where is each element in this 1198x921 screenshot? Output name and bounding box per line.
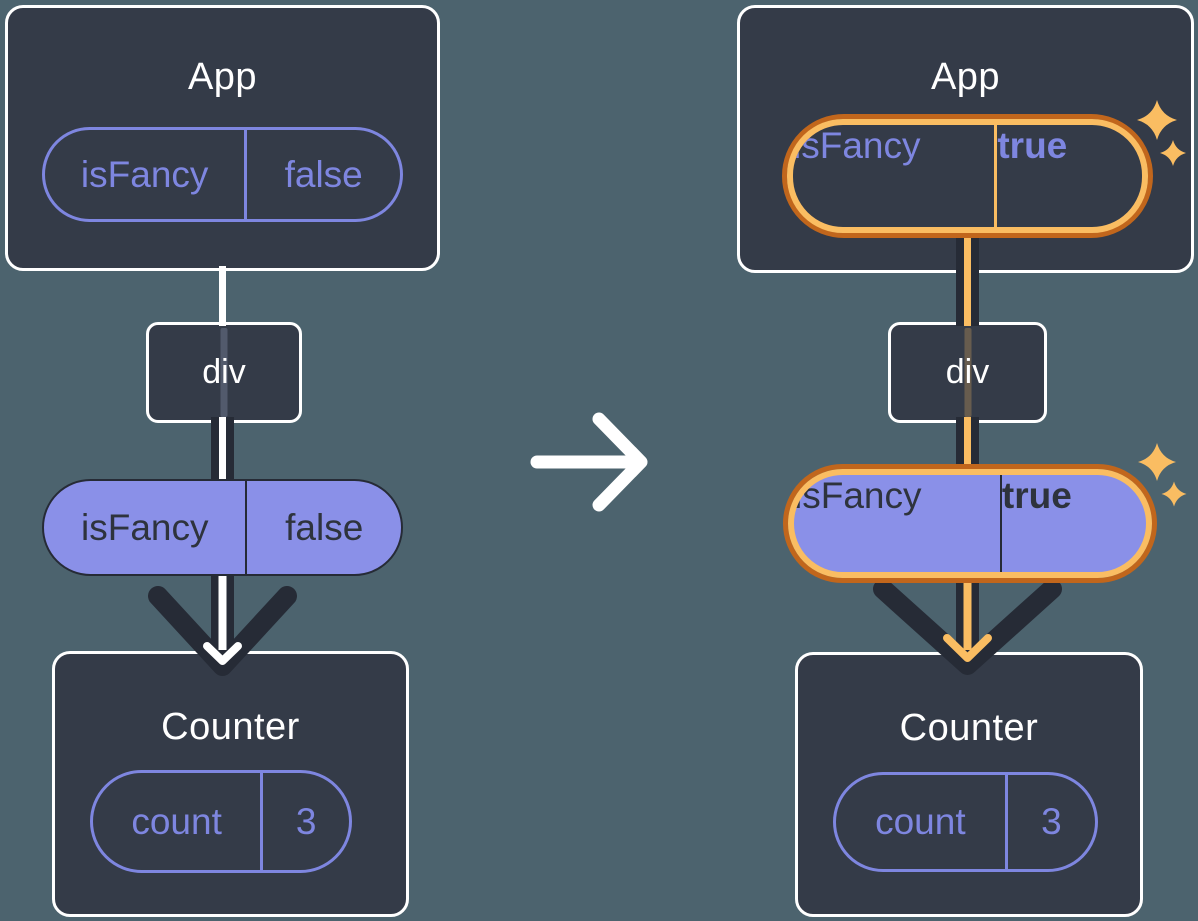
state-value: 3 [295, 800, 317, 842]
prop-value: true [1001, 475, 1072, 516]
component-title: Counter [161, 706, 300, 748]
div-node-card: div [888, 322, 1047, 423]
div-node-card: div [146, 322, 302, 423]
right-arrow-icon [530, 412, 648, 512]
sparkle-icon [1137, 100, 1186, 166]
div-label: div [945, 353, 990, 391]
div-label: div [202, 353, 246, 391]
passed-prop-pill-highlighted: isFancy true [783, 464, 1157, 583]
counter-component-card: Counter [795, 652, 1143, 917]
state-name: count [93, 773, 264, 870]
pass-through-bar [220, 328, 228, 417]
down-arrow-icon [148, 586, 297, 676]
prop-name: isFancy [794, 475, 1002, 572]
pass-through-bar [964, 328, 971, 417]
prop-value: false [285, 506, 364, 548]
prop-name: isFancy [44, 481, 248, 574]
component-title: App [930, 56, 1001, 98]
state-name: isFancy [45, 130, 248, 219]
app-component-card: App [737, 5, 1194, 273]
state-pill-highlighted: isFancy true [782, 114, 1153, 238]
state-name: isFancy [793, 125, 998, 227]
down-arrow-icon [873, 579, 1062, 675]
state-pill: count 3 [833, 772, 1098, 872]
counter-component-card: Counter [52, 651, 409, 917]
state-value: false [284, 153, 363, 195]
state-value: true [997, 125, 1068, 166]
passed-prop-pill: isFancy false [42, 479, 403, 576]
down-arrow-head-icon [943, 634, 992, 662]
sparkle-icon [1138, 443, 1187, 507]
state-value: 3 [1041, 801, 1062, 842]
state-pill: count 3 [90, 770, 352, 873]
state-pill: isFancy false [42, 127, 403, 222]
component-title: App [187, 56, 258, 98]
app-component-card: App [5, 5, 440, 271]
component-title: Counter [899, 707, 1039, 749]
down-arrow-head-icon [203, 642, 242, 665]
state-name: count [836, 775, 1008, 869]
